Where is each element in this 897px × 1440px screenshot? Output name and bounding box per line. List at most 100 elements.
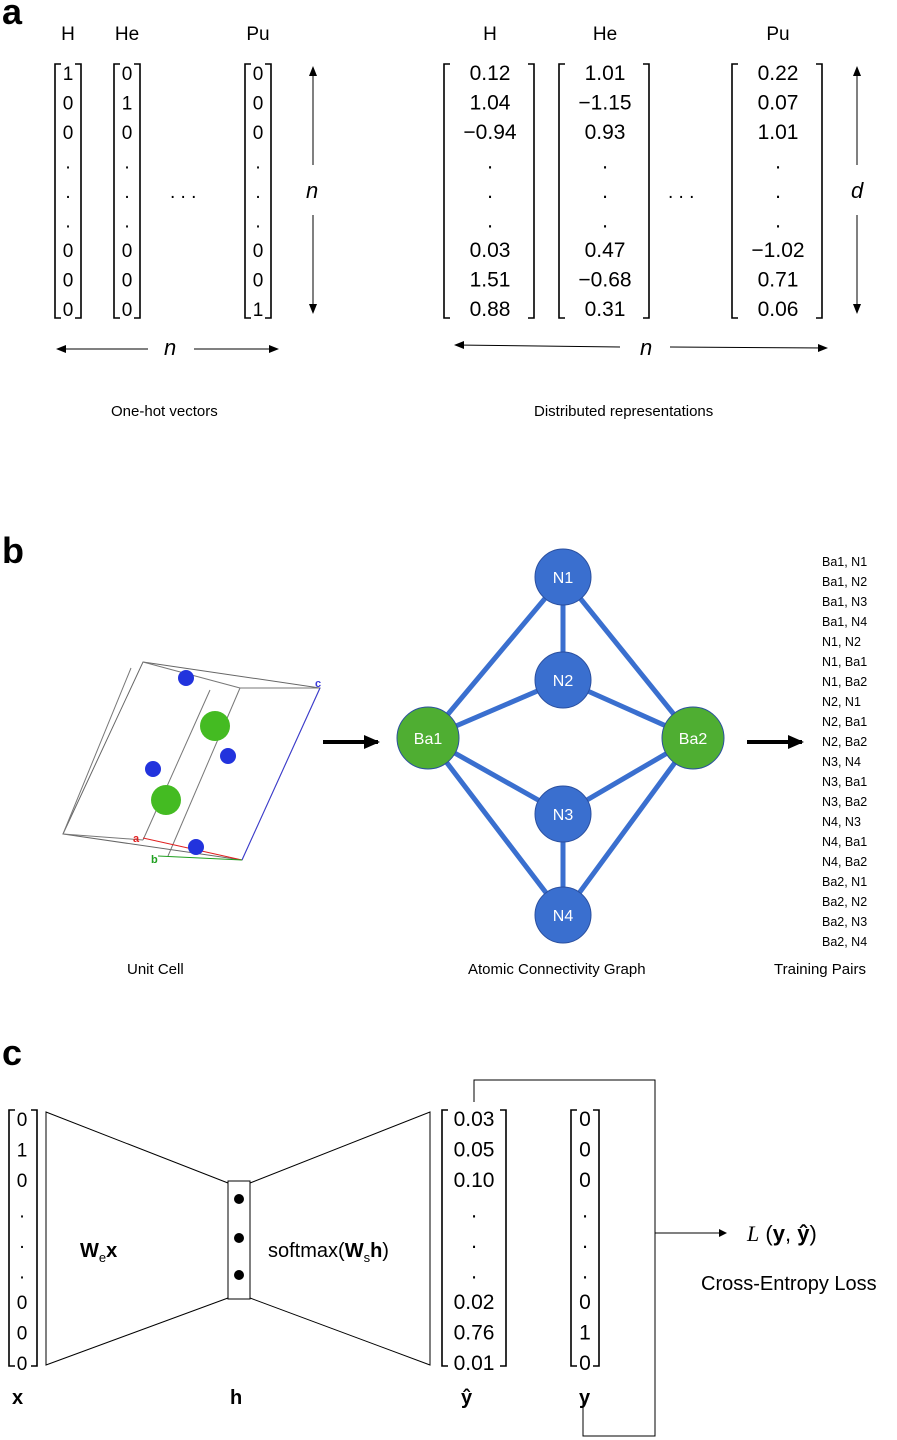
var-label-x: x [12,1387,23,1409]
graph-node-circle [534,548,592,606]
training-pair: N4, Ba2 [822,855,867,869]
vector-entry: . [582,1261,588,1284]
graph-node-n1: N1 [534,548,592,606]
encoder-label: Wex [80,1240,117,1265]
vector-entry: 1 [579,1322,591,1345]
right-bracket [528,63,535,319]
vector-entry: . [775,151,781,174]
vector-entry: . [775,180,781,203]
training-pair: N3, Ba2 [822,795,867,809]
vector-entry: . [471,1230,477,1253]
vector-entry: 0.05 [454,1139,495,1162]
vector-entry: . [602,151,608,174]
onehot-header: Pu [246,24,269,45]
vector-entry: 0 [253,123,264,144]
encoder-label-w: W [80,1240,99,1262]
vector-entry: 0 [63,123,74,144]
loss-open: ( [759,1221,773,1246]
vector-entry: −1.02 [751,239,804,262]
onehot-ellipsis: . . . [170,182,196,203]
decoder-label-h: h [370,1240,382,1262]
vector-entry: 0 [17,1171,28,1192]
training-pair: N2, Ba2 [822,735,867,749]
vector-entry: 0 [63,241,74,262]
hidden-unit-dot [234,1194,244,1204]
vector-entry: 0.06 [758,298,799,321]
input-vector-x: 010...000 [8,1109,38,1375]
decoder-label-sub: s [364,1250,371,1265]
training-pair: Ba2, N1 [822,875,867,889]
decoder-label: softmax(Wsh) [268,1240,389,1265]
training-pair: N2, Ba1 [822,715,867,729]
vector-entry: 0 [17,1293,28,1314]
vector-entry: 0.12 [470,62,511,85]
vector-entry: 1.51 [470,269,511,292]
var-label-h: h [230,1387,242,1409]
vector-entry: 0.03 [454,1108,495,1131]
right-bracket [816,63,823,319]
vector-entry: . [65,153,70,174]
graph-node-n3: N3 [534,785,592,843]
vector-entry: 0.31 [585,298,626,321]
unit-cell: c a b [62,661,321,866]
loss-yhat: ŷ [797,1221,810,1246]
vector-entry: 0 [63,300,74,321]
loss-function-label: L (y, ŷ) [746,1221,817,1246]
vector-entry: 0 [122,241,133,262]
vector-entry: 0.93 [585,121,626,144]
right-bracket [643,63,650,319]
onehot-vertical-arrow: n [306,66,318,314]
hidden-unit-dot [234,1233,244,1243]
training-pairs-caption: Training Pairs [774,961,866,978]
decoder-label-softmax: softmax( [268,1240,345,1262]
onehot-vector: 000...001 [244,63,272,321]
vector-entry: 0 [17,1354,28,1375]
vector-entry: . [602,180,608,203]
left-bracket [441,1109,448,1367]
left-bracket [570,1109,577,1367]
right-bracket [265,63,272,319]
vector-entry: 0 [253,271,264,292]
vector-entry: 1 [122,94,133,115]
left-bracket [731,63,738,319]
training-pair: N4, Ba1 [822,835,867,849]
graph-node-n4: N4 [534,886,592,944]
graph-node-n2: N2 [534,651,592,709]
onehot-vector: 100...000 [54,63,82,321]
vector-entry: . [487,151,493,174]
onehot-header: H [61,24,75,45]
graph-node-label: Ba2 [679,731,708,748]
training-pair: N3, Ba1 [822,775,867,789]
training-pair: Ba1, N4 [822,615,867,629]
left-bracket [113,63,120,319]
onehot-vertical-label: n [306,178,318,203]
dist-vertical-arrow: d [851,66,864,314]
var-label-yhat: ŷ [461,1387,473,1409]
vector-entry: 0.47 [585,239,626,262]
onehot-horizontal-arrow: n [56,335,279,360]
graph-node-label: Ba1 [414,731,443,748]
vector-entry: 1 [253,300,264,321]
atom-n [188,839,204,855]
loss-y: y [773,1221,786,1246]
vector-entry: 0.01 [454,1352,495,1375]
vector-entry: . [487,210,493,233]
encoder-trapezoid [45,1111,229,1366]
panel-label-b: b [2,530,24,571]
vector-entry: 0 [253,94,264,115]
loss-sep: , [785,1221,797,1246]
vector-entry: . [19,1263,24,1284]
atom-n [220,748,236,764]
graph-edge-n1-ba2 [561,575,695,740]
vector-entry: 0.22 [758,62,799,85]
loss-caption: Cross-Entropy Loss [701,1273,877,1295]
loss-l: L [746,1221,759,1246]
vector-entry: 0 [579,1169,591,1192]
graph-edge-n4-ba2 [560,736,696,917]
atom-ba [200,711,230,741]
